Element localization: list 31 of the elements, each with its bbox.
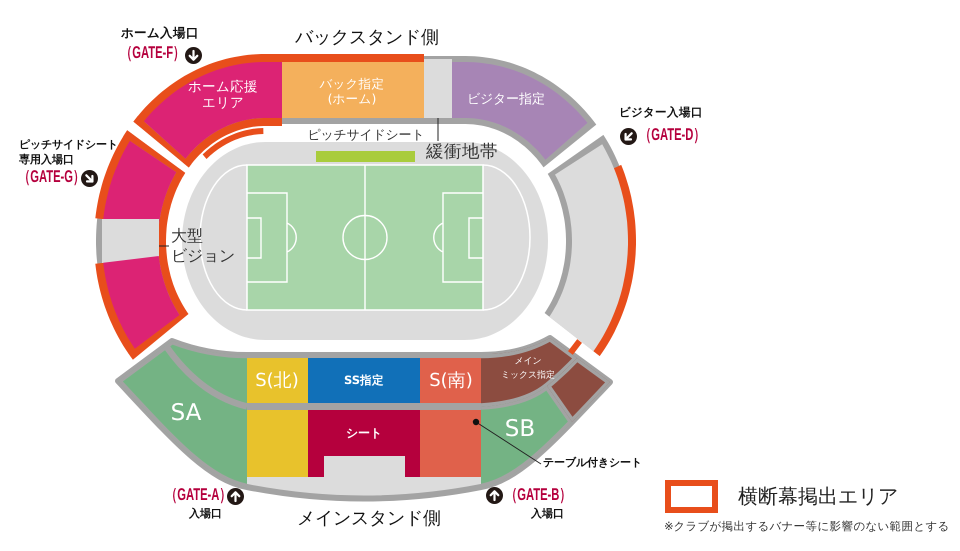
- seat-section: ホーム応援エリア: [143, 62, 282, 159]
- footnote: ※クラブが掲出するバナー等に影響のない範囲とする: [664, 520, 950, 534]
- entrance-label: 入場口: [189, 507, 222, 520]
- seat-section: [549, 144, 628, 352]
- callout-label: 緩衝地帯: [426, 142, 498, 164]
- legend-label: 横断幕掲出エリア: [738, 484, 898, 508]
- seat-section: [247, 410, 308, 477]
- entrance-label: ピッチサイドシート専用入場口: [19, 137, 119, 167]
- seat-section: S(北): [247, 358, 308, 403]
- seat-section: シート: [308, 410, 420, 477]
- gate-label: （GATE-F）: [121, 43, 184, 64]
- seat-section: S(南): [420, 358, 481, 403]
- seat-section: SS指定: [308, 358, 420, 403]
- seat-section: バック指定(ホーム): [282, 62, 424, 118]
- callout-label: 大型ビジョン: [171, 226, 240, 266]
- stand-label: メインスタンド側: [297, 508, 441, 530]
- callout-label: テーブル付きシート: [543, 456, 642, 470]
- gate-label: （GATE-D）: [640, 125, 705, 146]
- gate-label: （GATE-G）: [19, 167, 84, 188]
- gate-label: （GATE-B）: [506, 485, 571, 506]
- seat-bar: ピッチサイドシート: [305, 126, 427, 163]
- buffer-zone-strip: [424, 59, 452, 118]
- gate-label: （GATE-A）: [166, 485, 231, 506]
- seat-section: SA: [118, 341, 247, 487]
- stand-label: バックスタンド側: [295, 27, 439, 49]
- seat-section: [420, 410, 481, 477]
- entrance-label: ビジター入場口: [619, 106, 703, 120]
- entrance-label: 入場口: [531, 507, 564, 520]
- entrance-label: ホーム入場口: [121, 25, 199, 40]
- screen-area: [102, 219, 159, 263]
- seat-section: [547, 358, 610, 422]
